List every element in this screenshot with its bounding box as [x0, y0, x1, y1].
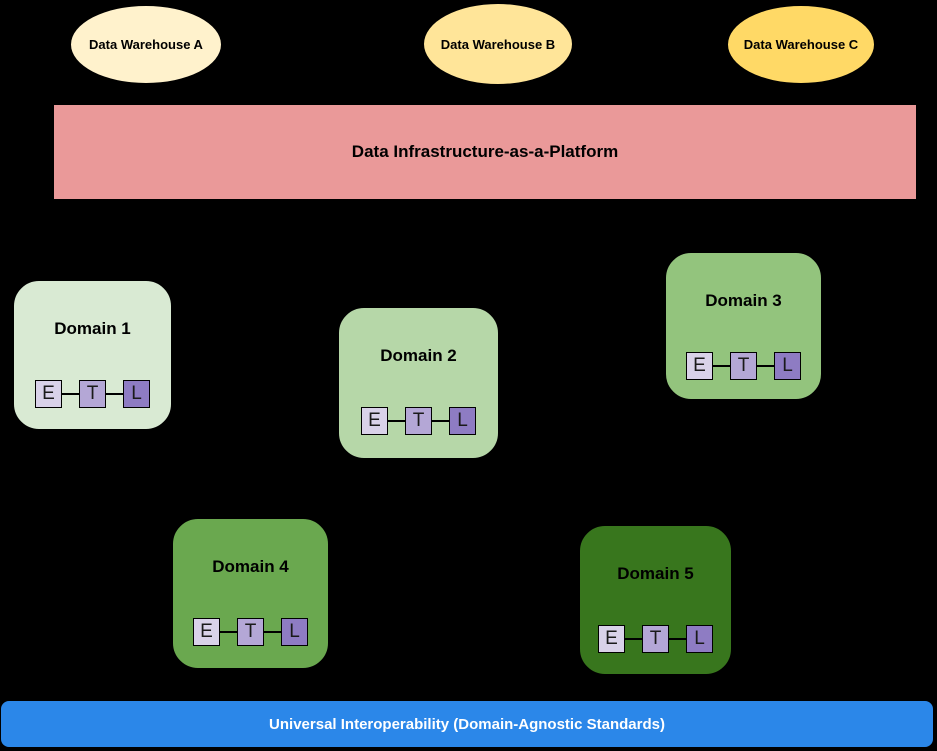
warehouse-c-ellipse: Data Warehouse C: [727, 5, 875, 84]
etl-load-box: L: [449, 407, 476, 435]
warehouse-a-ellipse: Data Warehouse A: [70, 5, 222, 84]
etl-connector: [713, 365, 730, 367]
domain-2-box: Domain 2 E T L: [338, 307, 499, 459]
domain-3-label: Domain 3: [705, 291, 782, 310]
etl-connector: [669, 638, 686, 640]
etl-pipeline: E T L: [173, 618, 328, 646]
domain-3-box: Domain 3 E T L: [665, 252, 822, 400]
etl-extract-box: E: [35, 380, 62, 408]
etl-transform-box: T: [642, 625, 669, 653]
etl-extract-box: E: [361, 407, 388, 435]
etl-extract-box: E: [193, 618, 220, 646]
interoperability-bar: Universal Interoperability (Domain-Agnos…: [1, 701, 933, 747]
domain-4-label: Domain 4: [212, 557, 289, 576]
etl-pipeline: E T L: [580, 625, 731, 653]
etl-extract-box: E: [686, 352, 713, 380]
etl-connector: [264, 631, 281, 633]
etl-connector: [388, 420, 405, 422]
etl-connector: [625, 638, 642, 640]
etl-pipeline: E T L: [339, 407, 498, 435]
etl-connector: [62, 393, 79, 395]
platform-bar: Data Infrastructure-as-a-Platform: [53, 104, 917, 200]
etl-extract-box: E: [598, 625, 625, 653]
interoperability-label: Universal Interoperability (Domain-Agnos…: [269, 715, 665, 733]
etl-load-box: L: [686, 625, 713, 653]
domain-2-label: Domain 2: [380, 346, 457, 365]
platform-label: Data Infrastructure-as-a-Platform: [351, 142, 619, 161]
warehouse-b-label: Data Warehouse B: [440, 36, 556, 52]
domain-5-box: Domain 5 E T L: [579, 525, 732, 675]
etl-connector: [220, 631, 237, 633]
etl-load-box: L: [774, 352, 801, 380]
etl-transform-box: T: [405, 407, 432, 435]
etl-connector: [432, 420, 449, 422]
warehouse-c-label: Data Warehouse C: [743, 37, 859, 52]
etl-pipeline: E T L: [666, 352, 821, 380]
domain-5-label: Domain 5: [617, 564, 694, 583]
etl-load-box: L: [123, 380, 150, 408]
warehouse-b-ellipse: Data Warehouse B: [423, 3, 573, 85]
etl-transform-box: T: [79, 380, 106, 408]
domain-4-box: Domain 4 E T L: [172, 518, 329, 669]
etl-transform-box: T: [730, 352, 757, 380]
etl-load-box: L: [281, 618, 308, 646]
etl-connector: [757, 365, 774, 367]
etl-pipeline: E T L: [14, 380, 171, 408]
warehouse-a-label: Data Warehouse A: [89, 37, 203, 52]
domain-1-label: Domain 1: [54, 319, 131, 338]
etl-connector: [106, 393, 123, 395]
etl-transform-box: T: [237, 618, 264, 646]
domain-1-box: Domain 1 E T L: [13, 280, 172, 430]
